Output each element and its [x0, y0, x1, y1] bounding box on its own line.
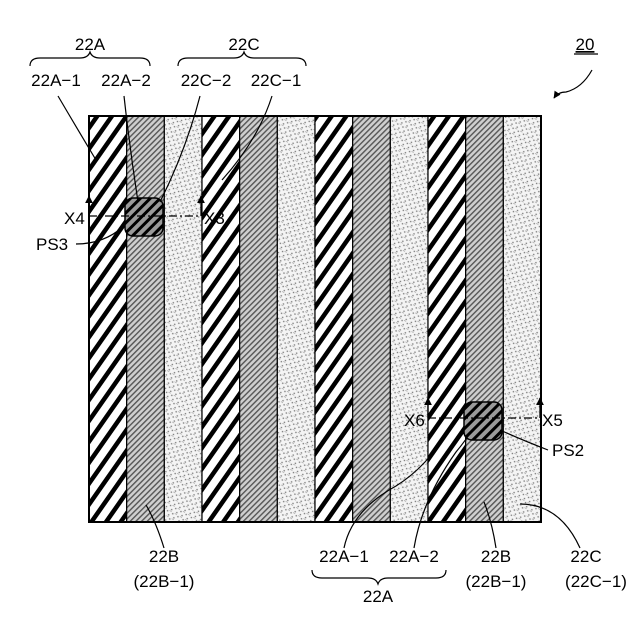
label-x5: X5	[542, 411, 563, 430]
stripe-22B-5	[240, 116, 278, 522]
stripe-22C-12	[503, 116, 541, 522]
label-22C-1-top: 22C−1	[251, 71, 302, 90]
label-22C-right: 22C	[570, 547, 601, 566]
brace-22A-top	[30, 52, 150, 66]
stripe-22A-1	[89, 116, 127, 522]
stripe-22C-6	[277, 116, 315, 522]
ref-arrow	[554, 70, 592, 98]
stripe-22A-7	[315, 116, 353, 522]
brace-22C-top	[178, 52, 306, 66]
label-22A-bottom: 22A	[363, 587, 394, 606]
stripe-array	[89, 116, 541, 522]
label-x3: X3	[204, 209, 225, 228]
label-22A-1-bottom: 22A−1	[319, 547, 369, 566]
label-22A-1-top: 22A−1	[31, 71, 81, 90]
stripe-22B-11	[466, 116, 504, 522]
label-22B-left: 22B	[149, 547, 179, 566]
label-x6: X6	[404, 411, 425, 430]
region-ps3	[125, 198, 163, 236]
ref-number-20: 20	[576, 35, 595, 54]
label-22B-1-left: (22B−1)	[134, 572, 195, 591]
label-22C-2-top: 22C−2	[181, 71, 232, 90]
label-x4: X4	[64, 209, 85, 228]
stripe-22C-9	[390, 116, 428, 522]
stripe-22A-10	[428, 116, 466, 522]
label-ps2: PS2	[552, 441, 584, 460]
label-22B-right: 22B	[481, 547, 511, 566]
stripe-22B-8	[353, 116, 391, 522]
stripe-22A-4	[202, 116, 240, 522]
brace-22A-bottom	[312, 570, 446, 584]
label-22B-1-right: (22B−1)	[466, 572, 527, 591]
stripe-22C-3	[164, 116, 202, 522]
label-22C-1-right: (22C−1)	[565, 572, 627, 591]
label-ps3: PS3	[36, 235, 68, 254]
label-22A-2-top: 22A−2	[101, 71, 151, 90]
stripe-22B-2	[127, 116, 165, 522]
label-22A-2-bottom: 22A−2	[389, 547, 439, 566]
